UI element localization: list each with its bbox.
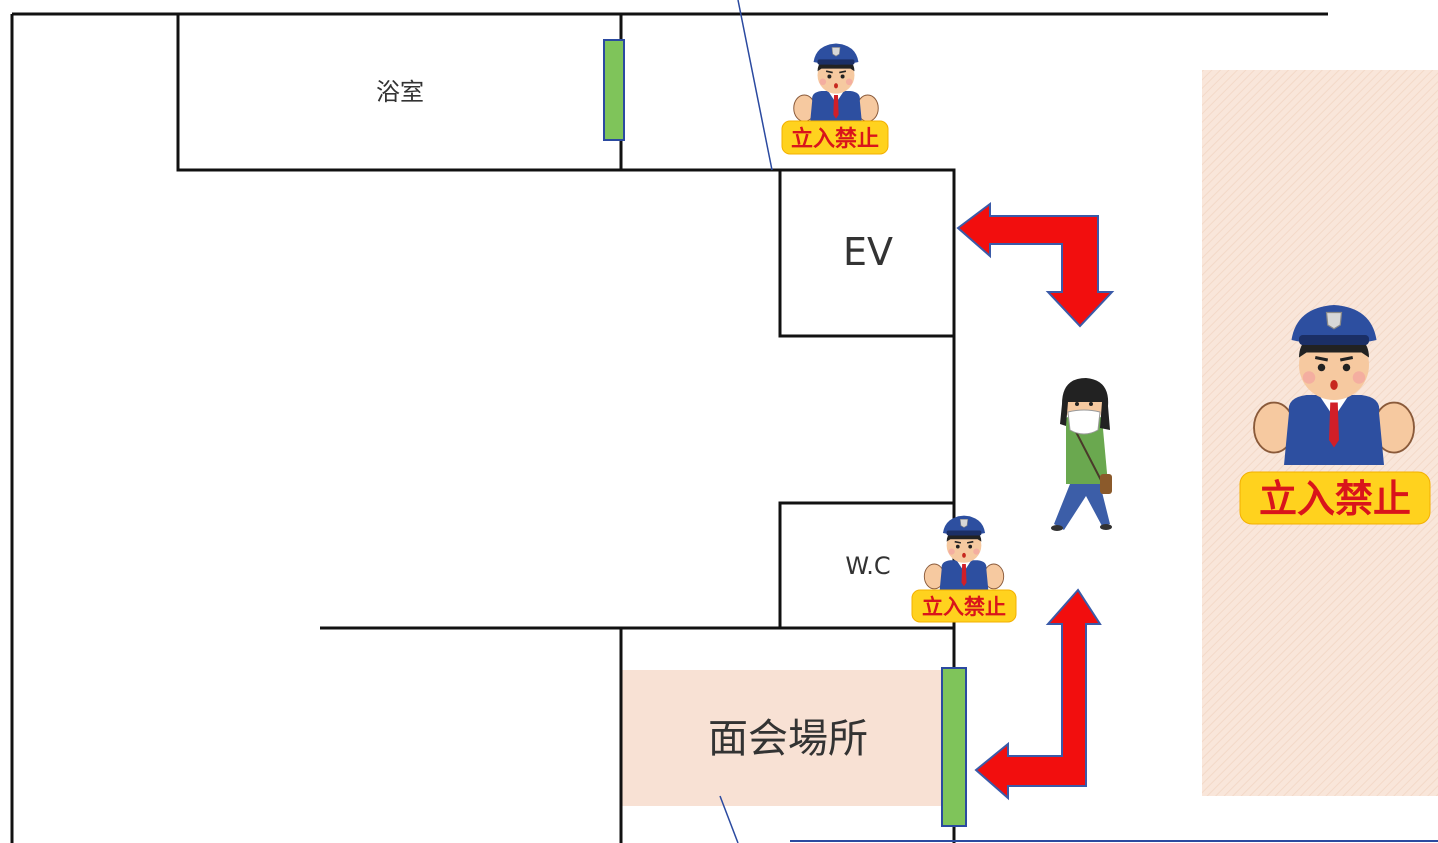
meeting-door-icon[interactable] xyxy=(941,667,967,827)
security-guard-icon: 立入禁止 xyxy=(781,42,889,155)
masked-visitor-icon xyxy=(1051,378,1112,531)
no-entry-sign-wc: 立入禁止 xyxy=(922,595,1006,619)
red-arrow-icon xyxy=(956,202,1115,328)
toilet-label: W.C xyxy=(845,552,890,580)
no-entry-sign-top: 立入禁止 xyxy=(791,126,879,152)
leader-line xyxy=(737,0,773,171)
leader-line xyxy=(719,795,739,843)
security-guard-icon: 立入禁止 xyxy=(911,514,1017,623)
walls xyxy=(10,12,1328,843)
security-guard-icon: 立入禁止 xyxy=(1239,303,1431,525)
bathroom-door-icon[interactable] xyxy=(603,39,625,141)
meeting-area[interactable] xyxy=(622,670,944,806)
elevator-label: EV xyxy=(843,230,893,274)
bathroom-label: 浴室 xyxy=(376,78,424,106)
red-arrow-icon xyxy=(974,588,1102,801)
no-entry-sign-right: 立入禁止 xyxy=(1259,477,1411,521)
meeting-area-label: 面会場所 xyxy=(708,716,868,762)
